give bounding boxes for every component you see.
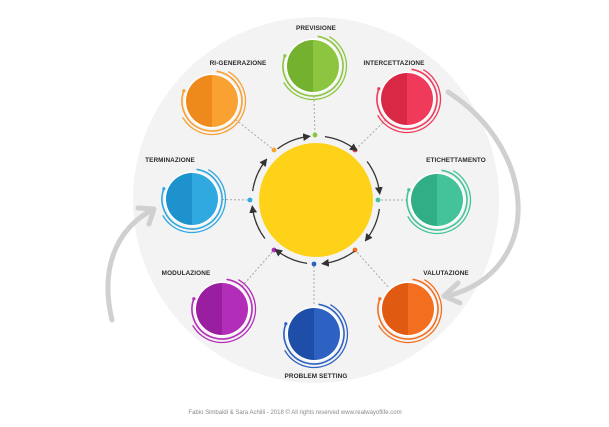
- node-label: TERMINAZIONE: [145, 157, 195, 164]
- swirl-cap: [377, 87, 380, 90]
- swirl-cap: [192, 297, 195, 300]
- swirl-cap: [182, 89, 185, 92]
- node-label: VALUTAZIONE: [423, 270, 469, 277]
- node-label: PREVISIONE: [296, 25, 337, 32]
- connector-dot: [272, 248, 277, 253]
- node-label: PROBLEM SETTING: [285, 373, 348, 380]
- swirl-cap: [283, 54, 286, 57]
- swirl-cap: [162, 187, 165, 190]
- swirl-cap: [378, 297, 381, 300]
- node-label: INTERCETTAZIONE: [363, 60, 425, 67]
- connector-dot: [313, 133, 318, 138]
- swirl-cap: [407, 188, 410, 191]
- footer-credit: Fabio Simbaldi & Sara Achilli - 2018 © A…: [188, 409, 401, 416]
- central-hub: [259, 143, 373, 257]
- connector-dot: [312, 262, 317, 267]
- swirl-cap: [284, 322, 287, 325]
- connector-dot: [376, 198, 381, 203]
- connector-dot: [248, 198, 253, 203]
- node-label: MODULAZIONE: [162, 270, 211, 277]
- node-label: RI-GENERAZIONE: [210, 60, 267, 67]
- connector-dot: [272, 148, 277, 153]
- node-label: ETICHETTAMENTO: [426, 157, 486, 164]
